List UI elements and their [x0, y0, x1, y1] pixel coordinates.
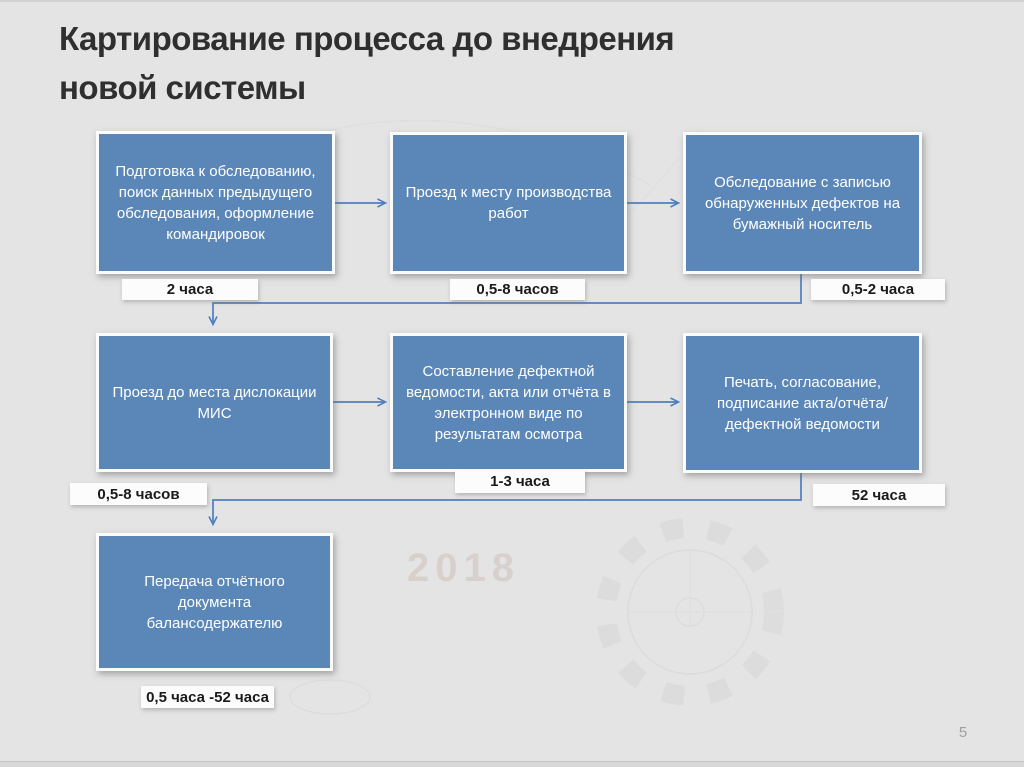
duration-label-7: 0,5 часа -52 часа: [141, 686, 274, 708]
duration-label-4: 0,5-8 часов: [70, 483, 207, 505]
process-step-box-2: Проезд к месту производства работ: [390, 132, 627, 274]
duration-label-5: 1-3 часа: [455, 470, 585, 493]
process-step-text: Печать, согласование, подписание акта/от…: [717, 373, 888, 433]
bottom-edge-divider: [0, 761, 1024, 767]
duration-label-6: 52 часа: [813, 484, 945, 506]
process-step-text: Проезд к месту производства работ: [405, 184, 612, 222]
duration-label-3: 0,5-2 часа: [811, 279, 945, 300]
process-step-text: Подготовка к обследованию, поиск данных …: [115, 162, 316, 243]
process-step-text: Передача отчётного документа балансодерж…: [144, 572, 285, 632]
gear-watermark-icon: [596, 518, 784, 706]
process-step-text: Обследование с записью обнаруженных дефе…: [704, 173, 901, 233]
ellipse-watermark-icon: [289, 679, 371, 715]
process-step-box-1: Подготовка к обследованию, поиск данных …: [96, 131, 335, 274]
page-number: 5: [958, 724, 968, 741]
process-step-box-3: Обследование с записью обнаруженных дефе…: [683, 132, 922, 274]
process-step-text: Проезд до места дислокации МИС: [112, 383, 317, 422]
duration-label-1: 2 часа: [122, 279, 258, 300]
page-title-line1: Картирование процесса до внедрения: [59, 20, 675, 57]
process-step-box-6: Печать, согласование, подписание акта/от…: [683, 333, 922, 473]
top-edge-divider: [0, 0, 1024, 2]
page-title-line2: новой системы: [59, 69, 306, 106]
process-step-text: Составление дефектной ведомости, акта ил…: [406, 362, 611, 443]
process-step-box-7: Передача отчётного документа балансодерж…: [96, 533, 333, 671]
page-title: Картирование процесса до внедрения новой…: [59, 14, 919, 112]
process-step-box-5: Составление дефектной ведомости, акта ил…: [390, 333, 627, 472]
duration-label-2: 0,5-8 часов: [450, 279, 585, 300]
year-watermark: 2018: [407, 546, 520, 590]
process-step-box-4: Проезд до места дислокации МИС: [96, 333, 333, 472]
